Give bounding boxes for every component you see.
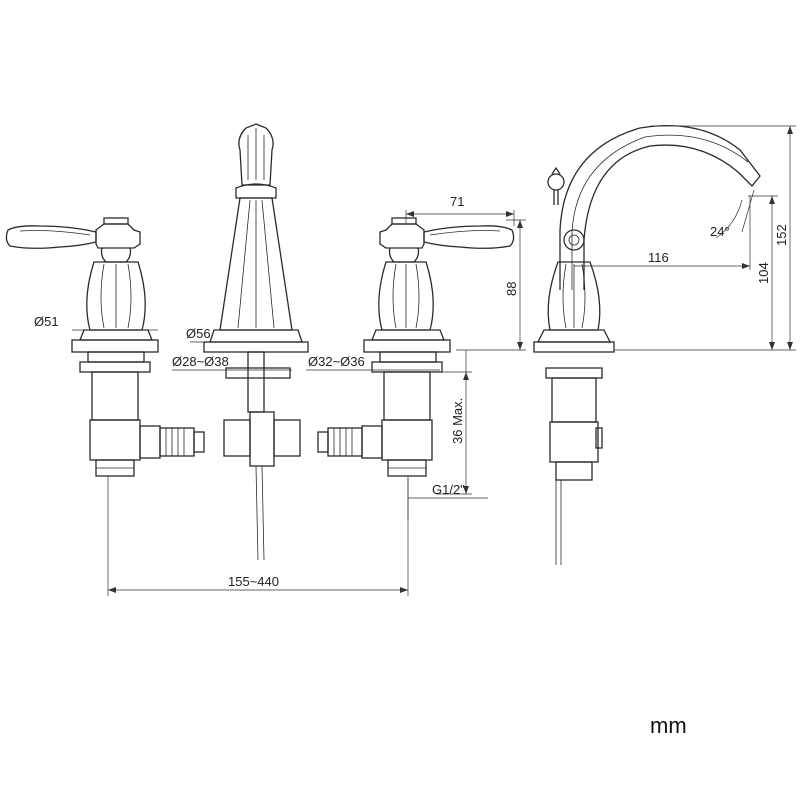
spout-outlet-height-label: 104 xyxy=(756,262,771,284)
handle-base-diameter-label: Ø51 xyxy=(34,314,59,329)
spout-base-diameter-label: Ø56 xyxy=(186,326,211,341)
right-handle-valve xyxy=(317,217,515,477)
handle-hole-range-label: Ø32~Ø36 xyxy=(308,354,365,369)
swivel-angle-label: 24° xyxy=(710,224,730,239)
spread-label: 155~440 xyxy=(228,574,279,589)
handle-reach-label: 71 xyxy=(450,194,464,209)
spout-total-height-label: 152 xyxy=(774,224,789,246)
side-view-spout xyxy=(533,125,761,565)
handle-height-label: 88 xyxy=(504,282,519,296)
deck-thickness-label: 36 Max. xyxy=(450,398,465,444)
spout-reach-label: 116 xyxy=(648,250,669,265)
left-handle-valve xyxy=(5,217,205,477)
unit-label: mm xyxy=(650,713,687,738)
dimension-lines xyxy=(72,125,796,596)
center-spout-front xyxy=(203,123,309,561)
spout-hole-range-label: Ø28~Ø38 xyxy=(172,354,229,369)
thread-label: G1/2" xyxy=(432,482,465,497)
